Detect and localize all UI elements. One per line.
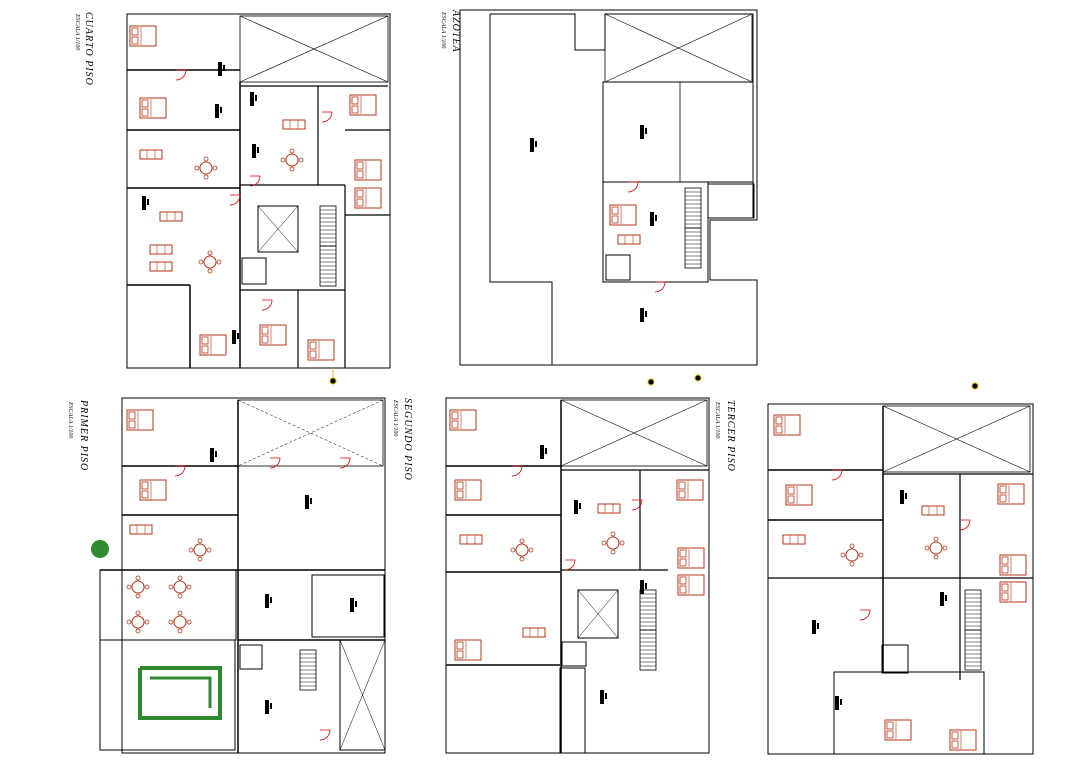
plan-segundo-piso — [445, 378, 710, 754]
plan-cuarto-piso — [126, 13, 391, 385]
plan-tercer-piso — [767, 382, 1034, 755]
plan-azotea — [459, 9, 758, 382]
plan-primer-piso — [91, 397, 386, 754]
